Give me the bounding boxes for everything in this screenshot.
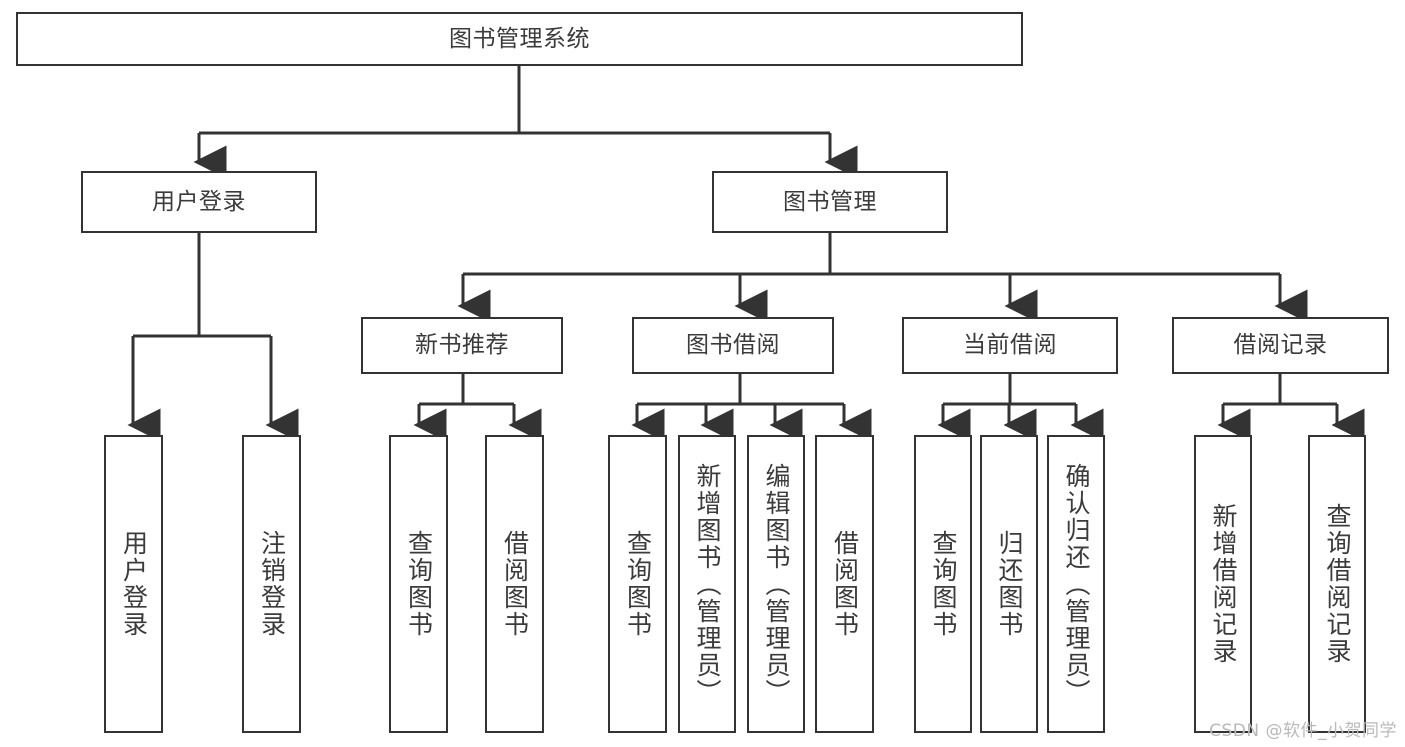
node-label: 新增借阅记录 — [1209, 503, 1237, 665]
node-book-management[interactable]: 图书管理 — [712, 171, 948, 233]
leaf-user-login[interactable]: 用户登录 — [104, 435, 163, 733]
node-label: 查询图书 — [929, 530, 957, 638]
node-label: 图书管理系统 — [449, 25, 590, 52]
leaf-borrow-book-recommend[interactable]: 借阅图书 — [485, 435, 544, 733]
node-label: 归还图书 — [995, 530, 1023, 638]
node-label: 确认归还（管理员） — [1062, 462, 1090, 706]
node-label: 用户登录 — [119, 530, 148, 638]
node-book-borrow[interactable]: 图书借阅 — [632, 317, 834, 374]
node-label: 查询借阅记录 — [1323, 503, 1351, 665]
node-root-system[interactable]: 图书管理系统 — [16, 12, 1023, 66]
node-label: 用户登录 — [152, 188, 246, 215]
leaf-edit-book-admin[interactable]: 编辑图书（管理员） — [747, 435, 805, 733]
leaf-query-book-current[interactable]: 查询图书 — [914, 435, 972, 733]
leaf-confirm-return-admin[interactable]: 确认归还（管理员） — [1047, 435, 1105, 733]
node-borrow-record[interactable]: 借阅记录 — [1172, 317, 1389, 374]
watermark: CSDN @软件_小贺同学 — [1209, 721, 1397, 741]
node-label: 借阅图书 — [830, 530, 859, 638]
node-label: 图书管理 — [783, 188, 877, 215]
leaf-add-borrow-record[interactable]: 新增借阅记录 — [1194, 435, 1252, 733]
leaf-query-borrow-record[interactable]: 查询借阅记录 — [1308, 435, 1366, 733]
leaf-borrow-book[interactable]: 借阅图书 — [815, 435, 874, 733]
node-label: 借阅图书 — [500, 530, 529, 638]
leaf-add-book-admin[interactable]: 新增图书（管理员） — [678, 435, 736, 733]
node-user-login[interactable]: 用户登录 — [81, 171, 317, 233]
node-label: 图书借阅 — [686, 332, 780, 359]
leaf-query-book-borrow[interactable]: 查询图书 — [608, 435, 667, 733]
node-label: 当前借阅 — [963, 332, 1057, 359]
leaf-user-logout[interactable]: 注销登录 — [242, 435, 301, 733]
node-label: 查询图书 — [623, 530, 652, 638]
node-label: 编辑图书（管理员） — [762, 462, 790, 706]
node-label: 查询图书 — [404, 530, 433, 638]
node-label: 新书推荐 — [415, 332, 509, 359]
node-label: 注销登录 — [257, 530, 286, 638]
node-current-borrow[interactable]: 当前借阅 — [902, 317, 1118, 374]
node-new-book-recommend[interactable]: 新书推荐 — [361, 317, 563, 374]
node-label: 新增图书（管理员） — [693, 462, 721, 706]
node-label: 借阅记录 — [1233, 332, 1328, 359]
leaf-return-book[interactable]: 归还图书 — [980, 435, 1038, 733]
leaf-query-book-recommend[interactable]: 查询图书 — [389, 435, 448, 733]
